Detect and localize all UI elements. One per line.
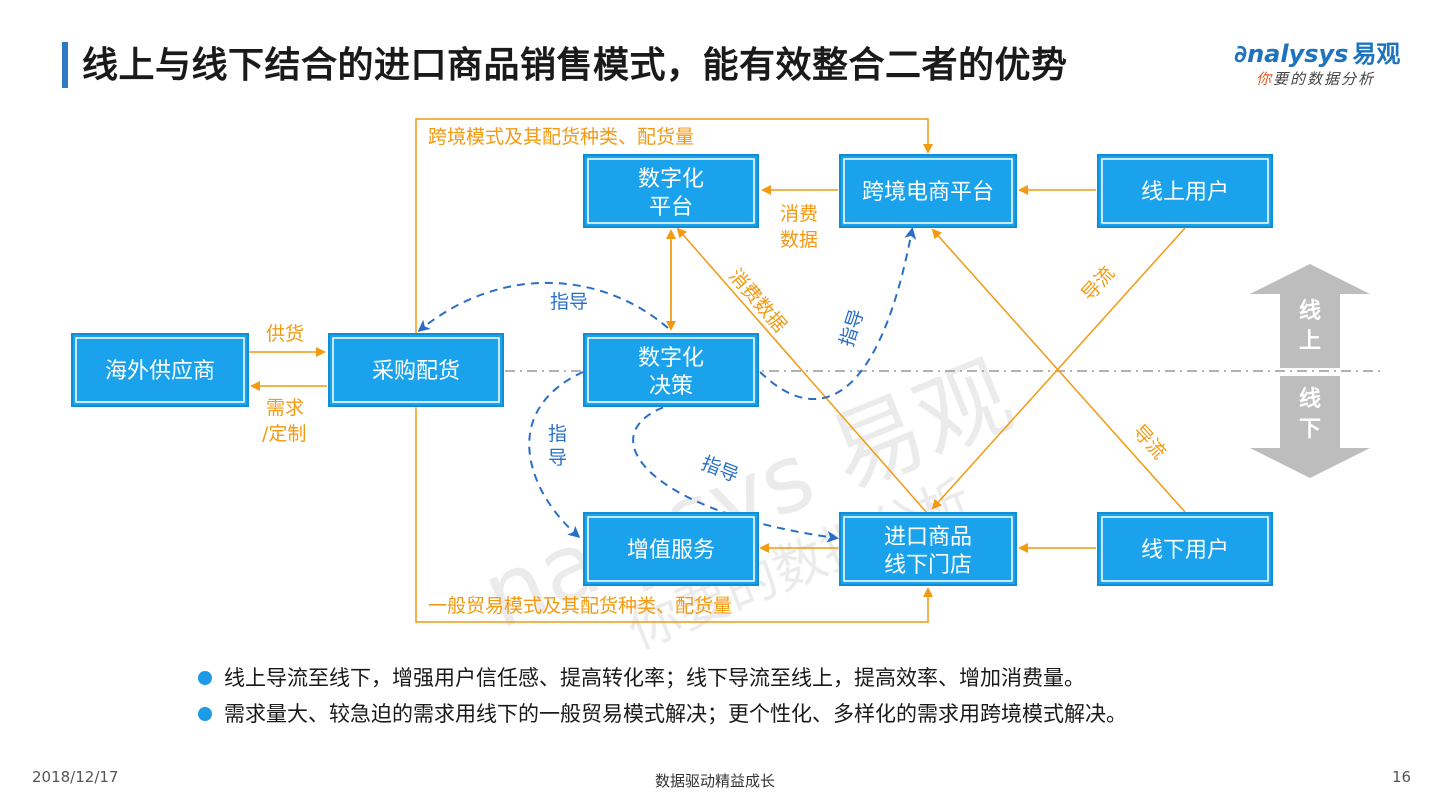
bullet-dot-icon xyxy=(198,707,212,721)
label-demand-line2: /定制 xyxy=(262,423,306,445)
node-offline-store-line1: 进口商品 xyxy=(884,525,972,550)
store-to-platform-arrow xyxy=(676,227,928,514)
guide-store-curve xyxy=(632,399,839,543)
page-number: 16 xyxy=(1392,768,1412,786)
label-supply: 供货 xyxy=(266,323,304,345)
bullet-dot-icon xyxy=(198,671,212,685)
node-online-users-label: 线上用户 xyxy=(1141,180,1229,205)
logo-text: nalysys xyxy=(1247,40,1349,68)
offline-down-arrow xyxy=(1250,376,1370,478)
label-traffic-upper: 导流 xyxy=(1077,262,1119,305)
summary-bullets: 线上导流至线下，增强用户信任感、提高转化率；线下导流至线上，提高效率、增加消费量… xyxy=(198,662,1127,734)
label-demand-line1: 需求 xyxy=(266,397,304,419)
node-digital-decision: 数字化 决策 xyxy=(583,333,759,407)
bullet-item: 线上导流至线下，增强用户信任感、提高转化率；线下导流至线上，提高效率、增加消费量… xyxy=(198,662,1127,698)
node-procurement-label: 采购配货 xyxy=(372,359,460,384)
node-value-added-label: 增值服务 xyxy=(627,538,715,563)
node-crossborder-platform-label: 跨境电商平台 xyxy=(862,180,994,205)
label-guide-vertical-2: 导 xyxy=(548,447,567,469)
node-offline-store: 进口商品 线下门店 xyxy=(839,512,1017,586)
node-digital-decision-line1: 数字化 xyxy=(638,346,704,371)
label-guide-vertical-1: 指 xyxy=(548,423,567,445)
node-offline-store-line2: 线下门店 xyxy=(884,553,972,578)
node-digital-platform-line2: 平台 xyxy=(649,195,693,220)
offline-to-platform-traffic xyxy=(931,228,1186,513)
node-overseas-supplier: 海外供应商 xyxy=(71,333,249,407)
label-general-trade-mode: 一般贸易模式及其配货种类、配货量 xyxy=(428,595,732,617)
logo-brand: 易观 xyxy=(1352,40,1401,68)
guide-service-curve xyxy=(528,371,584,538)
online-up-arrow xyxy=(1250,264,1370,368)
node-value-added-service: 增值服务 xyxy=(583,512,759,586)
label-guide-procurement: 指导 xyxy=(550,291,588,313)
logo-a-mark: ∂ xyxy=(1234,40,1248,68)
bullet-text: 需求量大、较急迫的需求用线下的一般贸易模式解决；更个性化、多样化的需求用跨境模式… xyxy=(224,702,1127,726)
page-title: 线上与线下结合的进口商品销售模式，能有效整合二者的优势 xyxy=(82,45,1068,86)
bullet-item: 需求量大、较急迫的需求用线下的一般贸易模式解决；更个性化、多样化的需求用跨境模式… xyxy=(198,698,1127,734)
general-trade-line xyxy=(415,407,933,623)
node-digital-decision-line2: 决策 xyxy=(649,374,693,399)
node-offline-users-label: 线下用户 xyxy=(1141,538,1229,563)
guide-procurement-curve xyxy=(417,281,669,332)
node-online-users: 线上用户 xyxy=(1097,154,1273,228)
guide-crossborder-curve xyxy=(759,227,917,400)
label-crossborder-mode: 跨境模式及其配货种类、配货量 xyxy=(428,126,694,148)
online-char-1: 线 xyxy=(1299,298,1321,324)
node-offline-users: 线下用户 xyxy=(1097,512,1273,586)
node-procurement: 采购配货 xyxy=(328,333,504,407)
label-consumption-line2: 数据 xyxy=(780,229,818,251)
node-digital-platform-line1: 数字化 xyxy=(638,167,704,192)
node-digital-platform: 数字化 平台 xyxy=(583,154,759,228)
logo-tagline: 你要的数据分析 xyxy=(1256,68,1375,89)
offline-char-2: 下 xyxy=(1299,417,1321,442)
online-offline-arrow: 线 上 线 下 xyxy=(1250,264,1370,478)
label-guide-crossborder: 指导 xyxy=(836,307,869,350)
bullet-text: 线上导流至线下，增强用户信任感、提高转化率；线下导流至线上，提高效率、增加消费量… xyxy=(224,666,1085,690)
label-consumption-diagonal: 消费数据 xyxy=(724,265,790,337)
footer-slogan: 数据驱动精益成长 xyxy=(655,772,776,790)
label-consumption-line1: 消费 xyxy=(780,203,818,225)
online-char-2: 上 xyxy=(1299,329,1321,354)
logo-tagline-rest: 要的数据分析 xyxy=(1273,70,1376,88)
footer-date: 2018/12/17 xyxy=(32,768,119,786)
title-accent-bar xyxy=(62,42,68,88)
logo-tagline-prefix: 你 xyxy=(1256,70,1274,88)
node-overseas-supplier-label: 海外供应商 xyxy=(105,359,215,384)
online-to-store-traffic xyxy=(931,227,1186,510)
crossborder-mode-line xyxy=(415,118,933,335)
node-crossborder-platform: 跨境电商平台 xyxy=(839,154,1017,228)
label-traffic-lower: 导流 xyxy=(1128,421,1170,464)
offline-char-1: 线 xyxy=(1299,386,1321,412)
